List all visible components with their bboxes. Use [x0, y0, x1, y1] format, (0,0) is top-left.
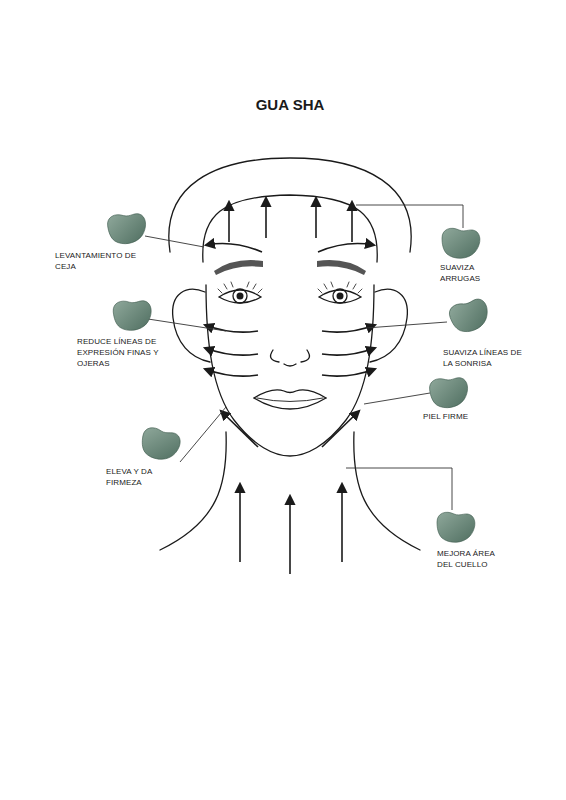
left-eye: [219, 290, 261, 303]
neck-arrow: [341, 484, 343, 562]
right-pupil: [337, 293, 344, 300]
leader-line: [366, 322, 447, 328]
neck-arrow: [289, 496, 291, 574]
brow-arrow: [318, 244, 374, 252]
lower-lip: [254, 398, 326, 409]
label-box: LEVANTAMIENTO DE CEJA: [55, 250, 155, 272]
left-pupil: [237, 293, 244, 300]
upper-lip: [254, 390, 326, 398]
left-iris: [233, 289, 247, 303]
label-box: PIEL FIRME: [423, 411, 468, 422]
leader-line: [364, 393, 430, 404]
forehead-arrow: [228, 202, 230, 242]
benefit-label: LEVANTAMIENTO DE CEJA: [55, 250, 155, 272]
gua-sha-stone: [112, 298, 153, 332]
forehead-arrow: [351, 202, 353, 242]
label-box: MEJORA ÁREA DEL CUELLO: [437, 548, 511, 570]
forehead-arrow: [315, 198, 317, 238]
benefit-label: REDUCE LÍNEAS DE EXPRESIÓN FINAS Y OJERA…: [77, 336, 177, 369]
gua-sha-stone: [442, 228, 480, 258]
gua-sha-stone: [437, 512, 475, 542]
cheek-arrow: [205, 369, 258, 376]
right-eye: [319, 290, 361, 303]
title: GUA SHA: [256, 96, 325, 113]
benefit-label: SUAVIZA LÍNEAS DE LA SONRISA: [443, 347, 529, 369]
cheek-arrow: [322, 348, 375, 355]
leader-line: [180, 407, 226, 462]
jaw-arrow: [221, 411, 258, 447]
brow-arrow: [206, 244, 262, 252]
left-eyebrow: [214, 260, 263, 275]
left-lashes: [218, 282, 262, 293]
leader-line: [145, 236, 204, 247]
leader-line: [148, 319, 226, 331]
label-box: SUAVIZA LÍNEAS DE LA SONRISA: [443, 347, 529, 369]
benefit-label: PIEL FIRME: [423, 411, 468, 422]
hairline: [203, 195, 378, 262]
gua-sha-stone: [106, 211, 148, 246]
neck-arrow: [239, 484, 241, 562]
face-outline: [206, 285, 374, 456]
gua-sha-stone: [447, 295, 493, 336]
forehead-arrow: [265, 198, 267, 238]
gua-sha-stone: [428, 375, 470, 410]
label-box: ELEVA Y DA FIRMEZA: [106, 466, 176, 488]
benefit-label: MEJORA ÁREA DEL CUELLO: [437, 548, 511, 570]
label-box: REDUCE LÍNEAS DE EXPRESIÓN FINAS Y OJERA…: [77, 336, 177, 369]
gua-sha-stone: [139, 426, 182, 462]
leader-line: [346, 468, 452, 510]
lip-line: [257, 398, 323, 402]
benefit-label: ELEVA Y DA FIRMEZA: [106, 466, 176, 488]
jaw-arrow: [322, 411, 359, 447]
right-iris: [333, 289, 347, 303]
right-lashes: [318, 282, 362, 293]
neck-right: [354, 432, 420, 550]
cheek-arrow: [322, 325, 375, 332]
title-box: GUA SHA: [256, 96, 325, 113]
right-eyebrow: [317, 260, 366, 275]
cheek-arrow: [322, 369, 375, 376]
cheek-arrow: [205, 348, 258, 355]
label-box: SUAVIZA ARRUGAS: [440, 262, 502, 284]
benefit-label: SUAVIZA ARRUGAS: [440, 262, 502, 284]
nose: [271, 350, 310, 366]
leader-line: [356, 205, 463, 228]
